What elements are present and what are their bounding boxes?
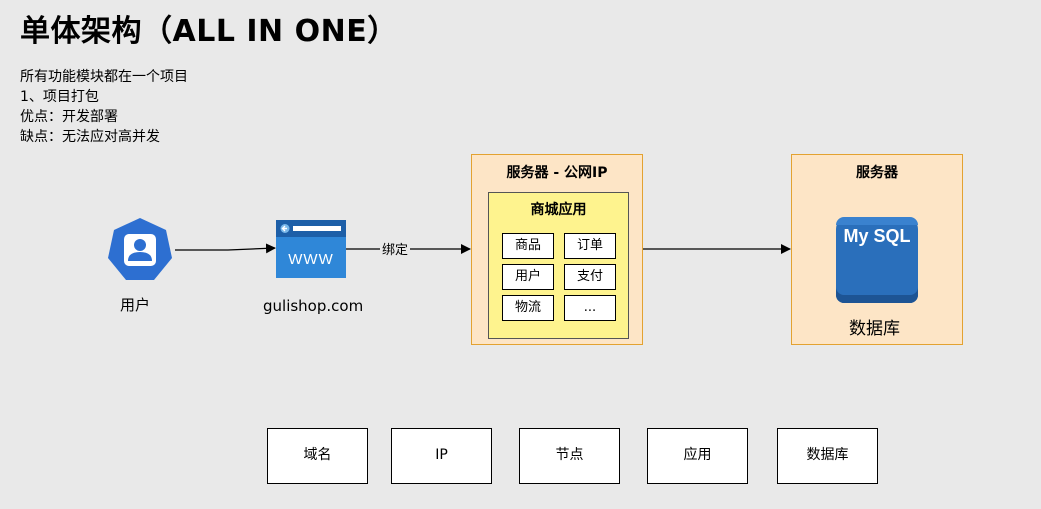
db-server-title: 服务器 xyxy=(856,165,898,181)
module-item: ... xyxy=(564,295,616,321)
bind-label: 绑定 xyxy=(380,239,411,258)
app-server-box: 服务器 - 公网IP 商城应用 商品 订单 用户 支付 物流 ... xyxy=(471,154,643,345)
legend-domain: 域名 xyxy=(267,428,368,484)
mysql-logo-text: My SQL xyxy=(843,226,911,246)
user-icon xyxy=(108,218,172,280)
module-item: 用户 xyxy=(502,264,554,290)
db-label: 数据库 xyxy=(849,319,900,339)
domain-label: gulishop.com xyxy=(263,297,364,315)
svg-text:WWW: WWW xyxy=(288,251,333,268)
note-line: 所有功能模块都在一个项目 xyxy=(20,69,188,85)
notes: 所有功能模块都在一个项目 1、项目打包 优点：开发部署 缺点：无法应对高并发 xyxy=(20,67,188,147)
note-line: 优点：开发部署 xyxy=(20,109,118,125)
module-item: 订单 xyxy=(564,233,616,259)
module-item: 商品 xyxy=(502,233,554,259)
legend-node: 节点 xyxy=(519,428,620,484)
legend-database: 数据库 xyxy=(777,428,878,484)
note-line: 1、项目打包 xyxy=(20,89,99,105)
legend-application: 应用 xyxy=(647,428,748,484)
legend-ip: IP xyxy=(391,428,492,484)
module-item: 支付 xyxy=(564,264,616,290)
mysql-database-icon: My SQL xyxy=(836,217,918,303)
www-browser-icon: WWW xyxy=(276,220,346,278)
note-line: 缺点：无法应对高并发 xyxy=(20,129,160,145)
page-title: 单体架构（ALL IN ONE） xyxy=(20,14,398,49)
app-title: 商城应用 xyxy=(530,202,587,218)
app-box: 商城应用 商品 订单 用户 支付 物流 ... xyxy=(488,192,629,339)
arrow-user-to-domain xyxy=(175,243,276,254)
user-label: 用户 xyxy=(120,296,151,314)
app-server-title: 服务器 - 公网IP xyxy=(506,165,608,181)
module-item: 物流 xyxy=(502,295,554,321)
